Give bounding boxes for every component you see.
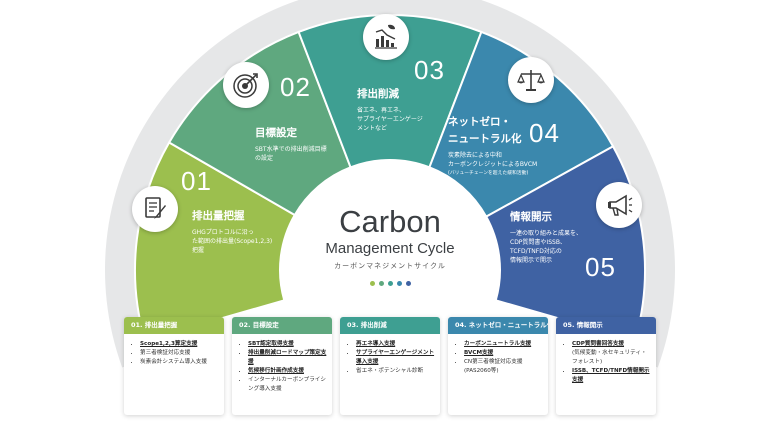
segment-4-title-line1: ネットゼロ・: [448, 116, 511, 128]
segment-5-number: 05: [585, 252, 616, 282]
segment-4-text: ネットゼロ・ ニュートラル化 炭素除去による中和 カーボンクレジットによるBVC…: [448, 114, 537, 178]
card-4: 04. ネットゼロ・ニュートラル化 カーボンニュートラル支援 BVCM支援 CN…: [448, 317, 548, 415]
dot-4: [396, 281, 402, 286]
card-5-item: (気候変動・水セキュリティ・フォレスト): [572, 350, 647, 365]
center-japanese-subtitle: カーボンマネジメントサイクル: [334, 262, 446, 270]
card-2-item: インターナルカーボンプライシング導入支援: [248, 376, 328, 394]
segment-3-title: 排出削減: [357, 88, 399, 100]
segment-4-icon-circle: [508, 57, 554, 103]
center-label: Carbon Management Cycle カーボンマネジメントサイクル: [290, 205, 490, 286]
segment-3-number: 03: [414, 55, 445, 85]
center-subtitle: Management Cycle: [325, 240, 455, 257]
segment-4-desc: 炭素除去による中和 カーボンクレジットによるBVCM (バリューチェーンを超えた…: [448, 152, 538, 176]
dot-1: [369, 281, 375, 286]
segment-3-desc: 省エネ、再エネ、 サプライヤーエンゲージ メントなど: [357, 107, 423, 132]
dot-2: [378, 281, 384, 286]
card-2-header: 02. 目標設定: [232, 317, 332, 334]
declining-chart-icon: [375, 24, 397, 49]
megaphone-icon: [608, 194, 633, 216]
center-disc: [280, 160, 500, 380]
card-5-list: CDP質問書回答支援 (気候変動・水セキュリティ・フォレスト) ISSB、TCF…: [556, 334, 656, 385]
card-2-item: SBT認定取得支援: [248, 340, 328, 349]
card-5: 05. 情報開示 CDP質問書回答支援 (気候変動・水セキュリティ・フォレスト)…: [556, 317, 656, 415]
card-1: 01. 排出量把握 Scope1,2,3算定支援 第三者検証対応支援 炭素会計シ…: [124, 317, 224, 415]
segment-5-text: 情報開示 一連の取り組みと成果を、 CDP質問書やISSB、 TCFD/TNFD…: [510, 209, 582, 265]
segment-4-number: 04: [529, 118, 560, 148]
segment-5-title: 情報開示: [510, 211, 552, 223]
segment-1-title: 排出量把握: [192, 210, 245, 222]
segment-1-icon-circle: [132, 186, 178, 232]
segment-1-text: 排出量把握 GHGプロトコルに沿っ た範囲の排出量(Scope1,2,3) 把握: [192, 208, 272, 255]
card-1-item: 第三者検証対応支援: [140, 349, 220, 358]
balance-scale-icon: [517, 70, 545, 91]
center-title: Carbon: [339, 204, 441, 239]
card-3: 03. 排出削減 再エネ導入支援 サプライヤーエンゲージメント導入支援 省エネ・…: [340, 317, 440, 415]
card-3-list: 再エネ導入支援 サプライヤーエンゲージメント導入支援 省エネ・ポテンシャル診断: [340, 334, 440, 376]
segment-5-icon-circle: [596, 182, 642, 228]
card-4-item: BVCM支援: [464, 349, 544, 358]
segment-1-desc: GHGプロトコルに沿っ た範囲の排出量(Scope1,2,3) 把握: [192, 229, 273, 254]
segment-3-text: 排出削減 省エネ、再エネ、 サプライヤーエンゲージ メントなど: [357, 86, 423, 133]
card-1-item: Scope1,2,3算定支援: [140, 340, 220, 349]
segment-2-title: 目標設定: [255, 127, 297, 139]
segment-1-number: 01: [181, 166, 212, 196]
segment-2-text: 目標設定 SBT水準での排出削減目標 の設定: [255, 125, 327, 163]
card-2-item: 排出量削減ロードマップ策定支援: [248, 349, 328, 367]
card-4-item: カーボンニュートラル支援: [464, 340, 544, 349]
document-pen-icon: [145, 197, 166, 219]
card-1-list: Scope1,2,3算定支援 第三者検証対応支援 炭素会計システム導入支援: [124, 334, 224, 367]
card-5-item: ISSB、TCFD/TNFD情報開示支援: [572, 367, 652, 385]
card-2-list: SBT認定取得支援 排出量削減ロードマップ策定支援 気候移行計画作成支援 インタ…: [232, 334, 332, 394]
card-1-header: 01. 排出量把握: [124, 317, 224, 334]
segment-2-number: 02: [280, 72, 311, 102]
segment-5-desc: 一連の取り組みと成果を、 CDP質問書やISSB、 TCFD/TNFD対応の 情…: [510, 230, 583, 264]
dot-3: [387, 281, 393, 286]
segment-4-title-line2: ニュートラル化: [448, 133, 522, 145]
card-3-header: 03. 排出削減: [340, 317, 440, 334]
card-1-item: 炭素会計システム導入支援: [140, 358, 220, 367]
card-3-item: 再エネ導入支援: [356, 340, 436, 349]
card-2: 02. 目標設定 SBT認定取得支援 排出量削減ロードマップ策定支援 気候移行計…: [232, 317, 332, 415]
card-5-header: 05. 情報開示: [556, 317, 656, 334]
color-dots: [290, 281, 490, 286]
card-4-item: CN第三者検証対応支援(PAS2060等): [464, 358, 544, 376]
card-3-item: 省エネ・ポテンシャル診断: [356, 367, 436, 376]
dot-5: [405, 281, 411, 286]
target-icon: [233, 73, 258, 98]
card-3-item: サプライヤーエンゲージメント導入支援: [356, 349, 436, 367]
segment-3-icon-circle: [363, 14, 409, 60]
card-4-header: 04. ネットゼロ・ニュートラル化: [448, 317, 548, 334]
segment-2-desc: SBT水準での排出削減目標 の設定: [255, 146, 327, 162]
card-4-list: カーボンニュートラル支援 BVCM支援 CN第三者検証対応支援(PAS2060等…: [448, 334, 548, 376]
card-2-item: 気候移行計画作成支援: [248, 367, 328, 376]
card-5-item: CDP質問書回答支援: [572, 340, 652, 349]
segment-2-icon-circle: [223, 62, 269, 108]
